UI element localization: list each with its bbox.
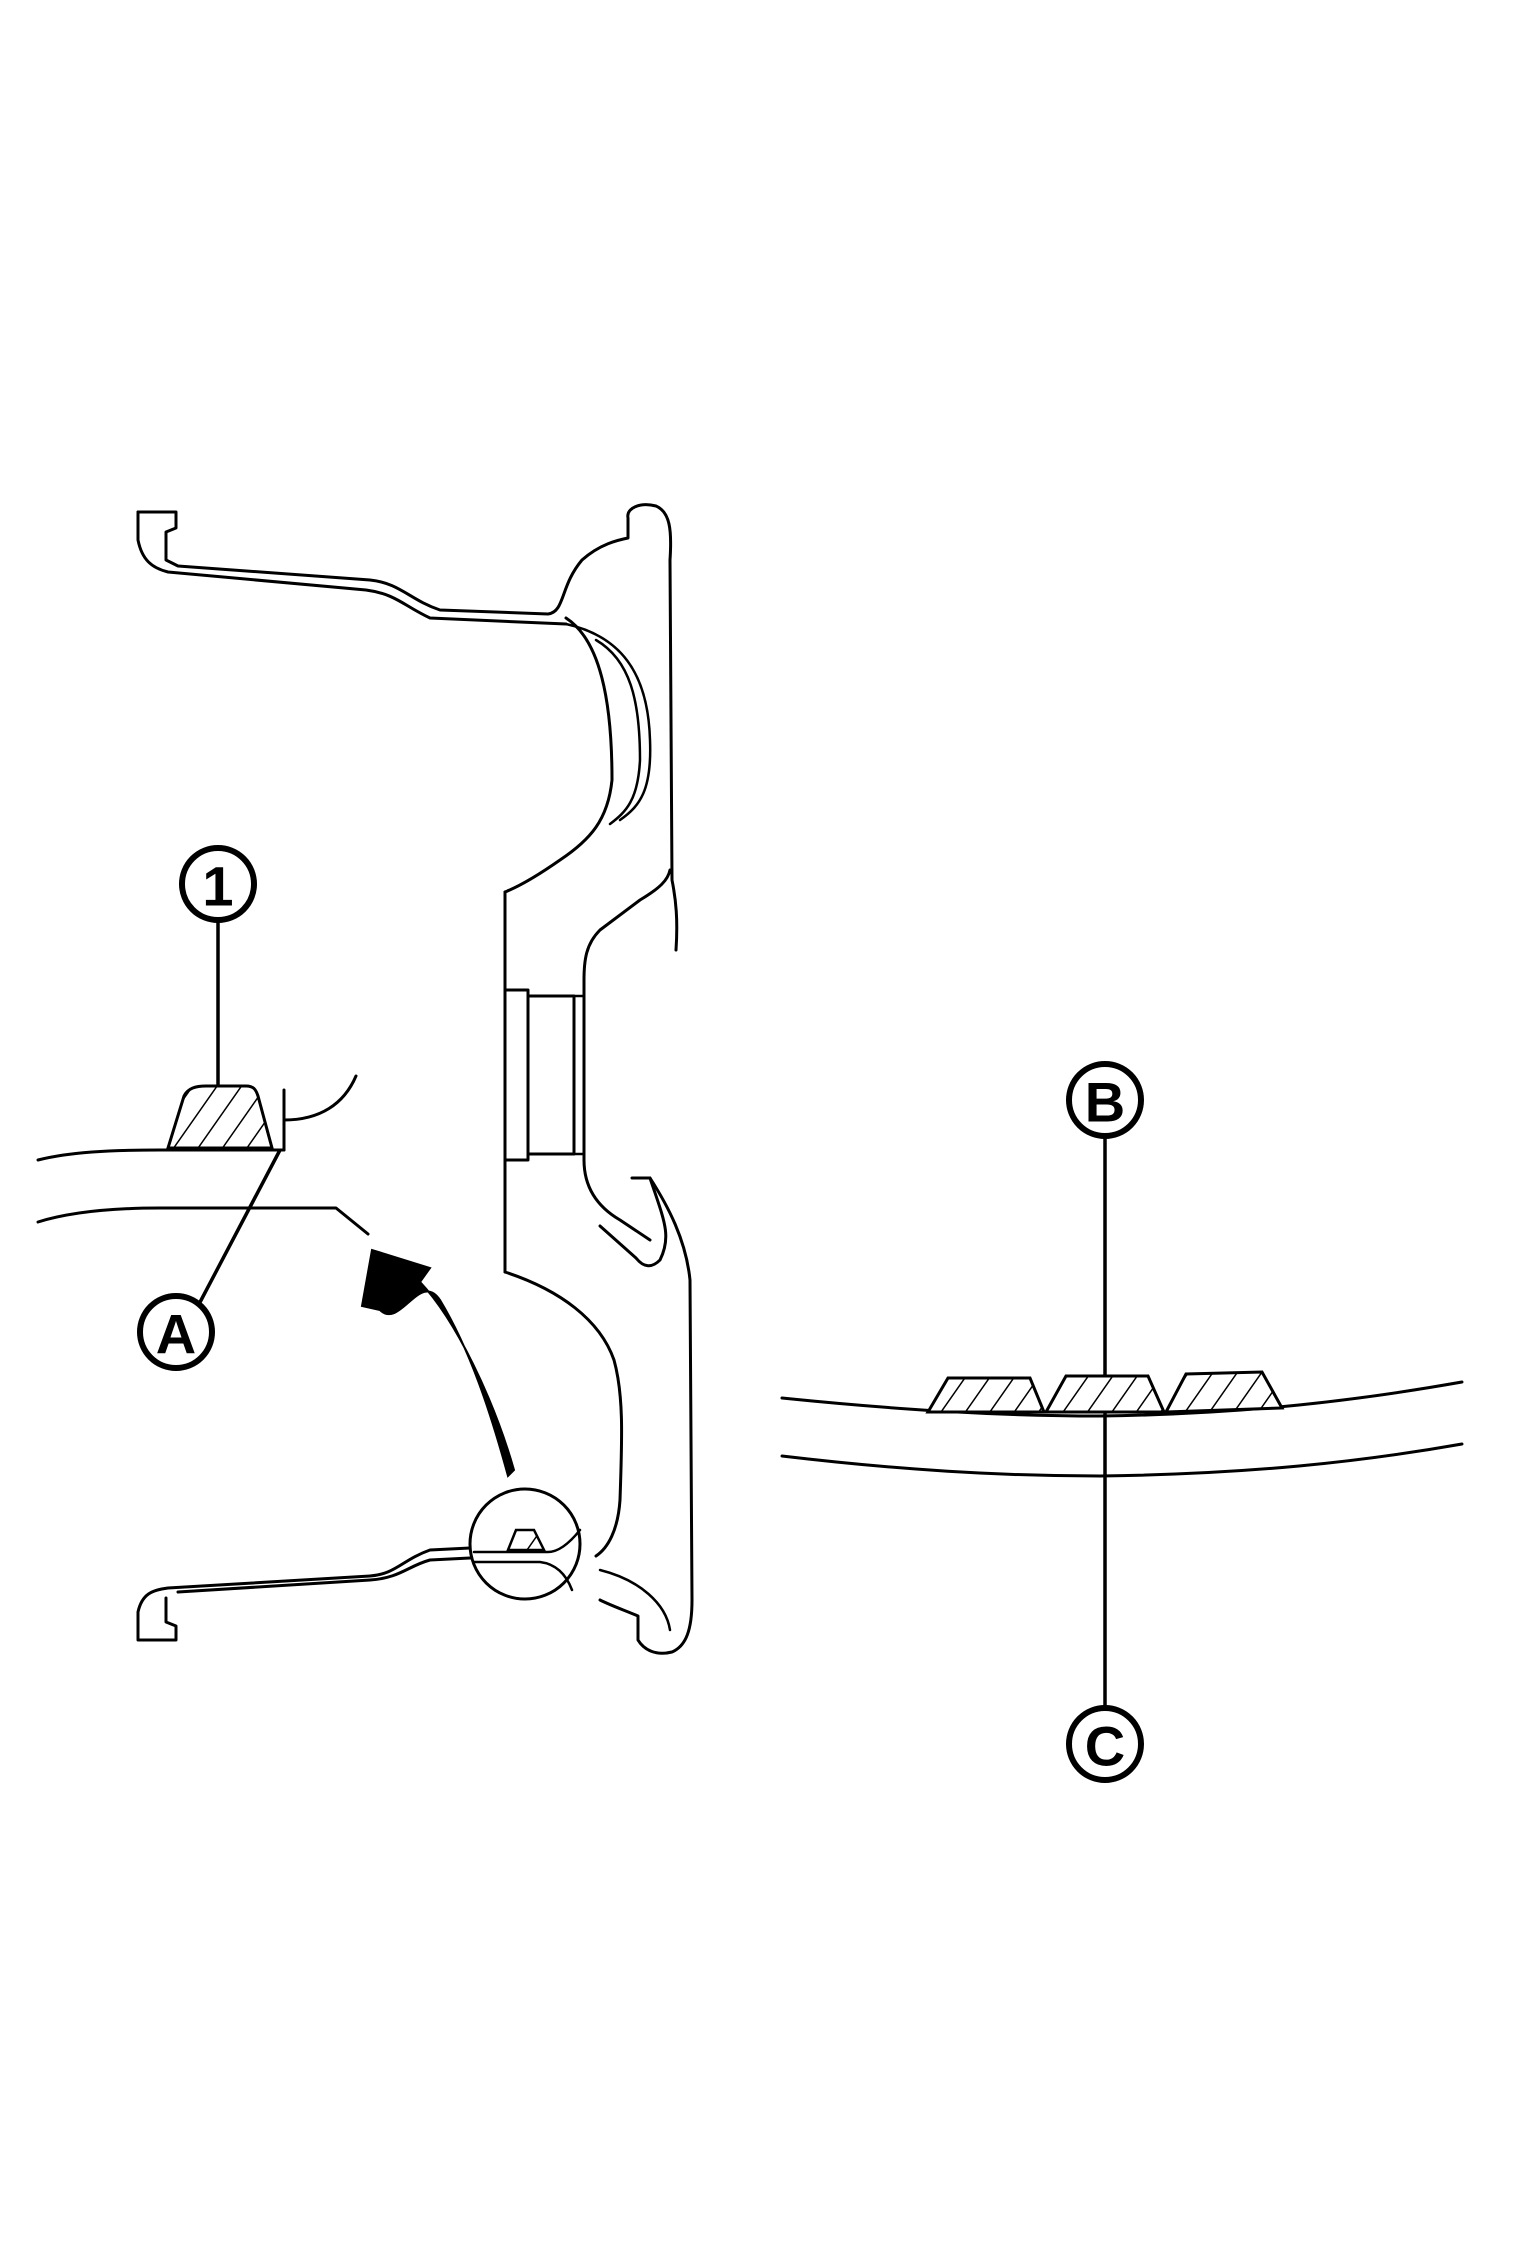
callout-a: A [137, 1293, 215, 1371]
wheel-weight-b2 [1043, 1374, 1167, 1414]
callout-c-label: C [1085, 1715, 1125, 1778]
callout-c: C [1066, 1705, 1144, 1783]
callout-b: B [1066, 1061, 1144, 1139]
detail-right [780, 1370, 1464, 1478]
wheel-weight-b3 [1163, 1370, 1285, 1414]
detail-left [36, 1074, 370, 1236]
leader-a [196, 1149, 282, 1307]
wheel-rim-cross-section [136, 503, 694, 1655]
wheel-weight-1 [165, 1084, 274, 1150]
curved-arrow-icon [360, 1248, 516, 1478]
wheel-weight-b1 [925, 1376, 1047, 1414]
callout-1-label: 1 [202, 855, 233, 918]
callout-a-label: A [156, 1303, 196, 1366]
callout-1: 1 [179, 845, 257, 923]
magnifier-circle [468, 1487, 582, 1601]
callout-b-label: B [1085, 1071, 1125, 1134]
